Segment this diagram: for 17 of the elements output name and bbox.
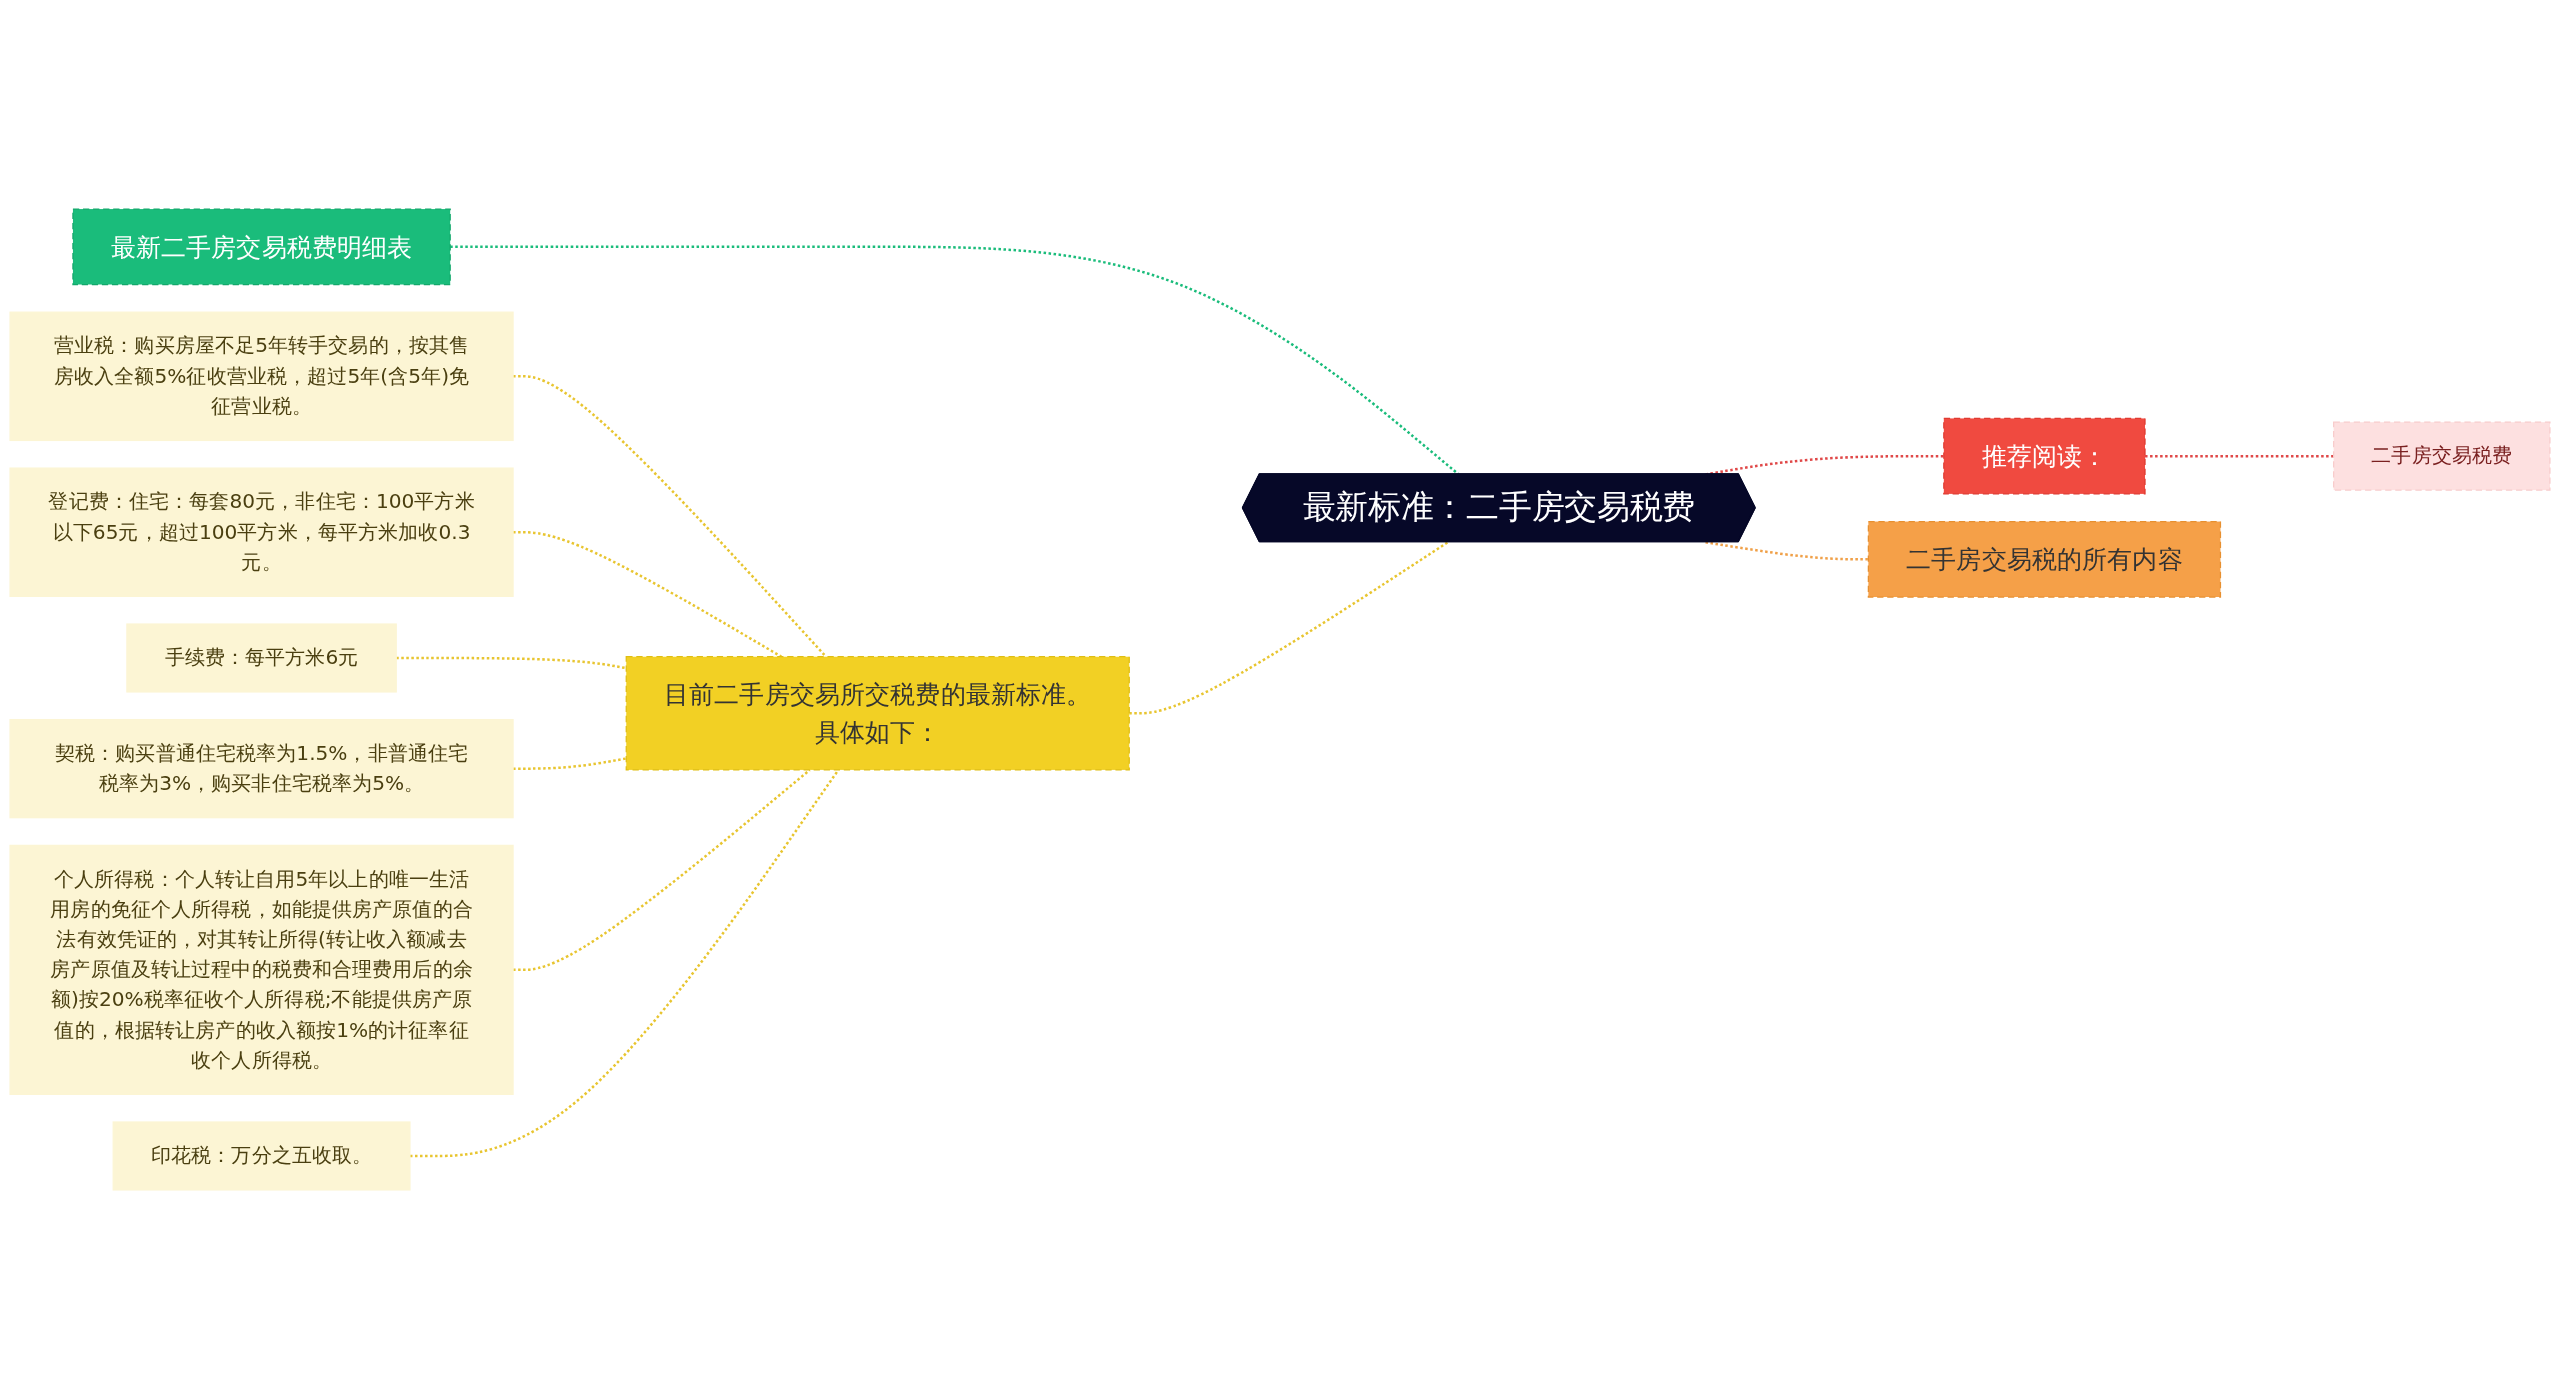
node-box: 二手房交易税费 bbox=[2333, 421, 2551, 491]
node-box: 契税：购买普通住宅税率为1.5%，非普通住宅税率为3%，购买非住宅税率为5%。 bbox=[9, 719, 514, 819]
connector bbox=[513, 757, 627, 770]
connector bbox=[409, 769, 840, 1158]
connector bbox=[513, 375, 827, 658]
node-box: 个人所得税：个人转让自用5年以上的唯一生活用房的免征个人所得税，如能提供房产原值的合法有效凭证的，对其转让所得(转让收入额减去房产原值及转让过程中的税费和合理费用后的余额)按20%税率征收个人所得税;不能提供房产原值的，根据转让房产的收入额按1%的计征率征收个人所得税。 bbox=[9, 844, 514, 1095]
connector bbox=[1705, 541, 1869, 561]
connector bbox=[513, 531, 783, 658]
node-box: 印花税：万分之五收取。 bbox=[112, 1121, 411, 1191]
node-box: 二手房交易税的所有内容 bbox=[1867, 520, 2222, 598]
node-box: 目前二手房交易所交税费的最新标准。具体如下： bbox=[625, 656, 1130, 771]
node-box: 营业税：购买房屋不足5年转手交易的，按其售房收入全额5%征收营业税，超过5年(含5年)免征营业税。 bbox=[9, 311, 514, 442]
node-box: 最新二手房交易税费明细表 bbox=[72, 208, 451, 286]
node-box: 登记费：住宅：每套80元，非住宅：100平方米以下65元，超过100平方米，每平方米加收0.3元。 bbox=[9, 467, 514, 597]
node-box: 手续费：每平方米6元 bbox=[126, 623, 397, 693]
node-box: 推荐阅读： bbox=[1943, 417, 2146, 495]
connector bbox=[396, 656, 627, 670]
